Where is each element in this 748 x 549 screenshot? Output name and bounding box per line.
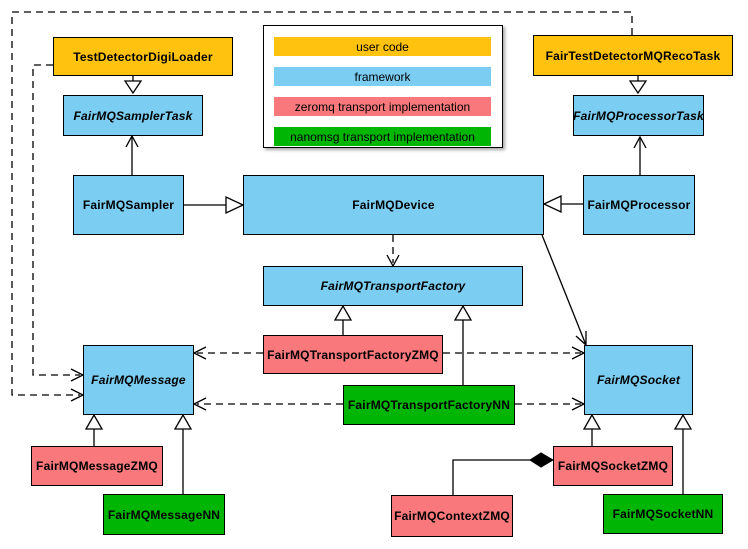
node-fairmqsampler: FairMQSampler (73, 175, 184, 235)
edge-processor-device-generalization (542, 194, 583, 214)
edge-device-socket-association (541, 234, 587, 347)
edge-tfzmq-socket-dependency (443, 346, 586, 360)
node-fairmqtransportfactoryzmq: FairMQTransportFactoryZMQ (263, 335, 443, 374)
node-fairmqcontextzmq: FairMQContextZMQ (391, 495, 513, 537)
edge-sampler-samplertask-association (125, 134, 139, 175)
edge-messagezmq-message-generalization (84, 413, 104, 446)
edge-processor-processortask-association (633, 135, 647, 175)
edge-tfzmq-transportfactory-generalization (333, 304, 353, 335)
node-fairmqtransportfactory: FairMQTransportFactory (263, 266, 523, 306)
legend: user code framework zeromq transport imp… (263, 25, 503, 148)
node-fairmqsocketnn: FairMQSocketNN (603, 494, 723, 534)
node-testdetectordigiloader: TestDetectorDigiLoader (53, 37, 233, 76)
node-fairmqmessagezmq: FairMQMessageZMQ (31, 446, 163, 486)
edge-socketzmq-socket-generalization (582, 413, 602, 446)
legend-item-user-code: user code (274, 37, 491, 56)
node-fairmqtransportfactorynn: FairMQTransportFactoryNN (343, 385, 515, 425)
node-fairtestdetectormqrecotask: FairTestDetectorMQRecoTask (533, 35, 733, 76)
node-fairmqdevice: FairMQDevice (243, 175, 544, 235)
legend-item-nanomsg: nanomsg transport implementation (274, 127, 491, 146)
edge-tfnn-message-dependency (192, 397, 343, 411)
node-fairmqsocketzmq: FairMQSocketZMQ (553, 446, 673, 486)
node-fairmqprocessortask: FairMQProcessorTask (573, 95, 704, 136)
edge-socketnn-socket-generalization (673, 413, 693, 494)
edge-digiloader-samplertask-generalization (123, 76, 143, 95)
legend-item-framework: framework (274, 67, 491, 86)
edge-recotask-processortask-generalization (628, 76, 648, 95)
edge-messagenn-message-generalization (173, 413, 193, 494)
legend-item-zeromq: zeromq transport implementation (274, 97, 491, 116)
node-fairmqsocket: FairMQSocket (584, 345, 693, 415)
edge-tfzmq-message-dependency (192, 346, 263, 360)
node-fairmqprocessor: FairMQProcessor (583, 175, 695, 235)
edge-device-transportfactory-dependency (386, 235, 400, 268)
node-fairmqsamplertask: FairMQSamplerTask (63, 95, 203, 136)
edge-sampler-device-generalization (184, 195, 245, 215)
edge-tfnn-transportfactory-generalization (453, 304, 473, 385)
node-fairmqmessage: FairMQMessage (83, 345, 194, 415)
edge-contextzmq-socketzmq-composition (452, 452, 554, 495)
edge-tfnn-socket-dependency (515, 397, 586, 411)
node-fairmqmessagenn: FairMQMessageNN (103, 494, 225, 535)
